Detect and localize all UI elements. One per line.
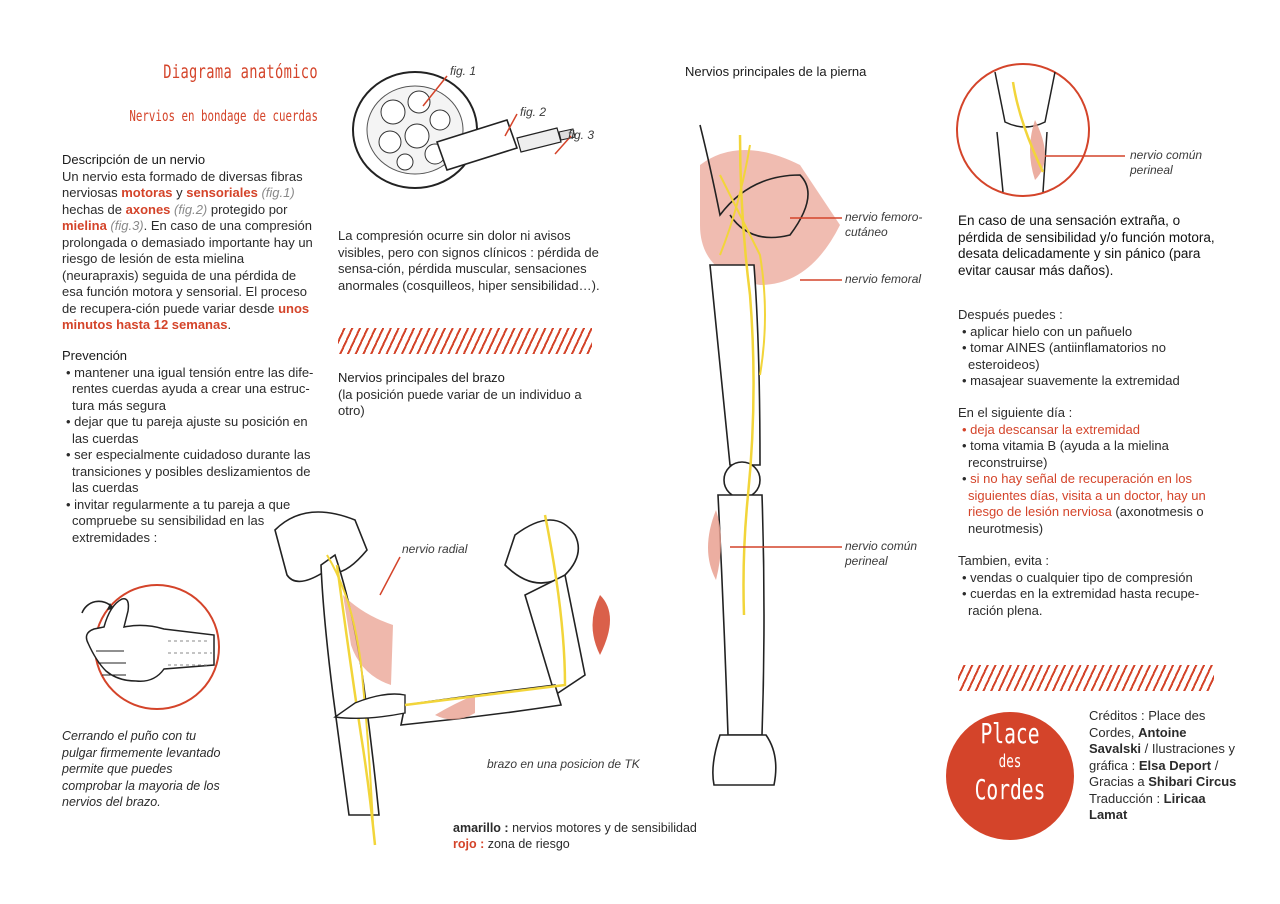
arm-section: Nervios principales del brazo (la posici… [338,370,598,420]
list-item: ser especialmente cuidadoso durante las … [62,447,324,497]
list-item: mantener una igual tensión entre las dif… [62,365,324,415]
avoid-list: vendas o cualquier tipo de compresión cu… [958,570,1220,620]
list-item: vendas o cualquier tipo de compresión [958,570,1220,587]
hatch-divider [338,328,592,354]
list-item: deja descansar la extremidad [958,422,1220,439]
description-section: Descripción de un nervio Un nervio esta … [62,152,320,334]
list-item: tomar AINES (antiinflamatorios no estero… [958,340,1220,373]
fig3-label: fig. 3 [568,128,595,142]
prevention-list: mantener una igual tensión entre las dif… [62,365,324,547]
arm-illustrations [274,511,610,846]
advice-next-day: En el siguiente día : deja descansar la … [958,405,1220,537]
next-day-heading: En el siguiente día : [958,405,1073,420]
fig1-label: fig. 1 [450,64,477,78]
color-legend: amarillo : nervios motores y de sensibil… [453,820,753,852]
fig2-label: fig. 2 [520,105,547,119]
page-title: Diagrama anatómico [163,61,318,83]
prevention-section: Prevención mantener una igual tensión en… [62,348,324,546]
perineal-label: nervio común perineal [845,539,918,568]
after-heading: Después puedes : [958,307,1063,322]
fist-caption: Cerrando el puño con tu pulgar firmement… [62,729,221,809]
advice-after: Después puedes : aplicar hielo con un pa… [958,307,1220,390]
avoid-heading: Tambien, evita : [958,553,1050,568]
advice-intro: En caso de una sensación extraña, o pérd… [958,213,1215,278]
list-item: toma vitamia B (ayuda a la mielina recon… [958,438,1220,471]
list-item: invitar regularmente a tu pareja a que c… [62,497,324,547]
leg-illustration [699,124,842,786]
knee-perineal-label: nervio común perineal [1130,148,1203,177]
fist-thumb-illustration [81,584,220,710]
prevention-heading: Prevención [62,348,128,363]
leg-heading: Nervios principales de la pierna [685,64,867,79]
advice-avoid: Tambien, evita : vendas o cualquier tipo… [958,553,1220,619]
compression-text: La compresión ocurre sin dolor ni avisos… [338,228,600,293]
after-list: aplicar hielo con un pañuelo tomar AINES… [958,324,1220,390]
description-heading: Descripción de un nervio [62,152,206,167]
knee-illustration [956,63,1125,197]
list-item: si no hay señal de recuperación en los s… [958,471,1220,537]
next-day-list: deja descansar la extremidad toma vitami… [958,422,1220,538]
place-des-cordes-logo: Place des Cordes [946,712,1074,840]
list-item: cuerdas en la extremidad hasta recupe-ra… [958,586,1220,619]
arm-heading: Nervios principales del brazo [338,370,505,385]
description-text: Un nervio esta formado de diversas fibra… [62,168,313,333]
nerve-cross-section-illustration [352,71,576,189]
legend-red: rojo : zona de riesgo [453,837,570,851]
legend-yellow: amarillo : nervios motores y de sensibil… [453,821,697,835]
arm-note: (la posición puede variar de un individu… [338,386,582,419]
list-item: masajear suavemente la extremidad [958,373,1220,390]
list-item: aplicar hielo con un pañuelo [958,324,1220,341]
hatch-divider-right [958,665,1214,691]
list-item: dejar que tu pareja ajuste su posición e… [62,414,324,447]
credits: Créditos : Place des Cordes, Antoine Sav… [1089,708,1237,822]
radial-nerve-label: nervio radial [402,542,468,556]
page-subtitle: Nervios en bondage de cuerdas [129,107,318,125]
tk-caption: brazo en una posicion de TK [487,757,640,771]
femoral-label: nervio femoral [845,272,922,286]
femoro-cutaneous-label: nervio femoro-cutáneo [845,210,923,239]
